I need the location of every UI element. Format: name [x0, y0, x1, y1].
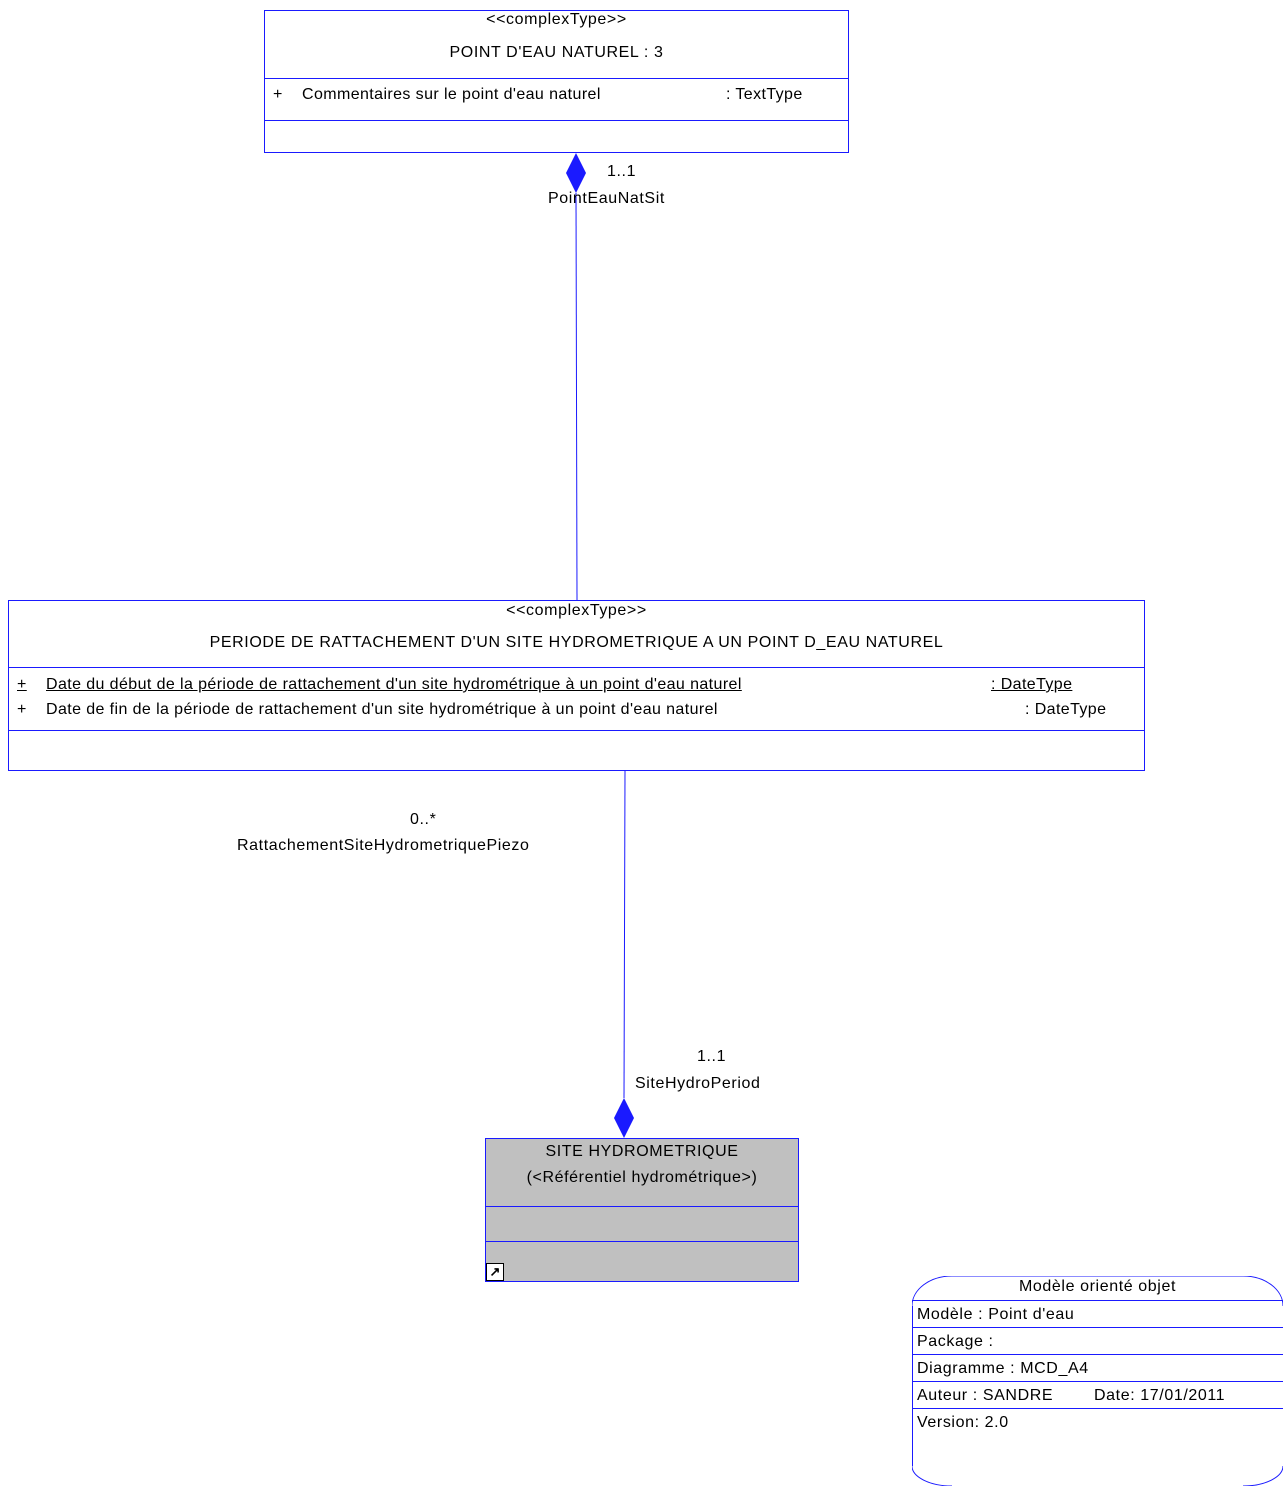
- class-stereotype: <<complexType>>: [506, 602, 647, 619]
- class-title: PERIODE DE RATTACHEMENT D'UN SITE HYDROM…: [209, 634, 944, 651]
- attribute-type: : DateType: [1025, 701, 1107, 718]
- title-block: Modèle orienté objet Modèle : Point d'ea…: [912, 1276, 1283, 1486]
- class-title: POINT D'EAU NATUREL : 3: [449, 44, 664, 61]
- title-block-author-row: Auteur : SANDRE Date: 17/01/2011: [912, 1381, 1283, 1408]
- multiplicity-top: 1..1: [607, 163, 637, 180]
- title-block-author: Auteur : SANDRE: [917, 1387, 1054, 1404]
- multiplicity-bottom: 1..1: [697, 1048, 727, 1065]
- attributes-section: + Date du début de la période de rattach…: [9, 668, 1144, 731]
- title-block-model: Modèle : Point d'eau: [912, 1300, 1283, 1327]
- attributes-section: [486, 1207, 798, 1242]
- shortcut-arrow-icon: ↗: [486, 1263, 504, 1281]
- class-site-hydrometrique[interactable]: SITE HYDROMETRIQUE (<Référentiel hydromé…: [485, 1138, 799, 1282]
- title-block-heading: Modèle orienté objet: [1019, 1278, 1176, 1295]
- class-header: SITE HYDROMETRIQUE (<Référentiel hydromé…: [486, 1139, 798, 1207]
- composition-diamond-top: [566, 153, 586, 193]
- class-periode-rattachement[interactable]: <<complexType>> PERIODE DE RATTACHEMENT …: [8, 600, 1145, 771]
- attribute-type: : TextType: [726, 86, 803, 103]
- attribute-visibility: +: [17, 676, 27, 693]
- association-line-bottom: [623, 769, 626, 1099]
- class-subtitle: (<Référentiel hydrométrique>): [526, 1169, 758, 1186]
- title-block-version: Version: 2.0: [912, 1408, 1283, 1435]
- class-header: <<complexType>> POINT D'EAU NATUREL : 3: [265, 11, 848, 79]
- composition-diamond-bottom: [614, 1098, 634, 1138]
- class-point-eau-naturel[interactable]: <<complexType>> POINT D'EAU NATUREL : 3 …: [264, 10, 849, 153]
- title-block-package: Package :: [912, 1327, 1283, 1354]
- role-middle: RattachementSiteHydrometriquePiezo: [237, 837, 530, 854]
- association-line-top: [575, 192, 578, 601]
- role-bottom: SiteHydroPeriod: [635, 1075, 761, 1092]
- attribute-name: Commentaires sur le point d'eau naturel: [302, 86, 601, 103]
- class-header: <<complexType>> PERIODE DE RATTACHEMENT …: [9, 601, 1144, 668]
- attribute-visibility: +: [273, 86, 283, 103]
- title-block-date: Date: 17/01/2011: [1094, 1387, 1226, 1404]
- multiplicity-middle: 0..*: [410, 811, 437, 828]
- attribute-name: Date de fin de la période de rattachemen…: [46, 701, 718, 718]
- class-title: SITE HYDROMETRIQUE: [545, 1143, 739, 1160]
- attribute-name: Date du début de la période de rattachem…: [46, 676, 742, 693]
- class-stereotype: <<complexType>>: [486, 11, 627, 28]
- attribute-visibility: +: [17, 701, 27, 718]
- attributes-section: + Commentaires sur le point d'eau nature…: [265, 79, 848, 121]
- attribute-type: : DateType: [991, 676, 1073, 693]
- role-top: PointEauNatSit: [548, 190, 665, 207]
- title-block-diagram: Diagramme : MCD_A4: [912, 1354, 1283, 1381]
